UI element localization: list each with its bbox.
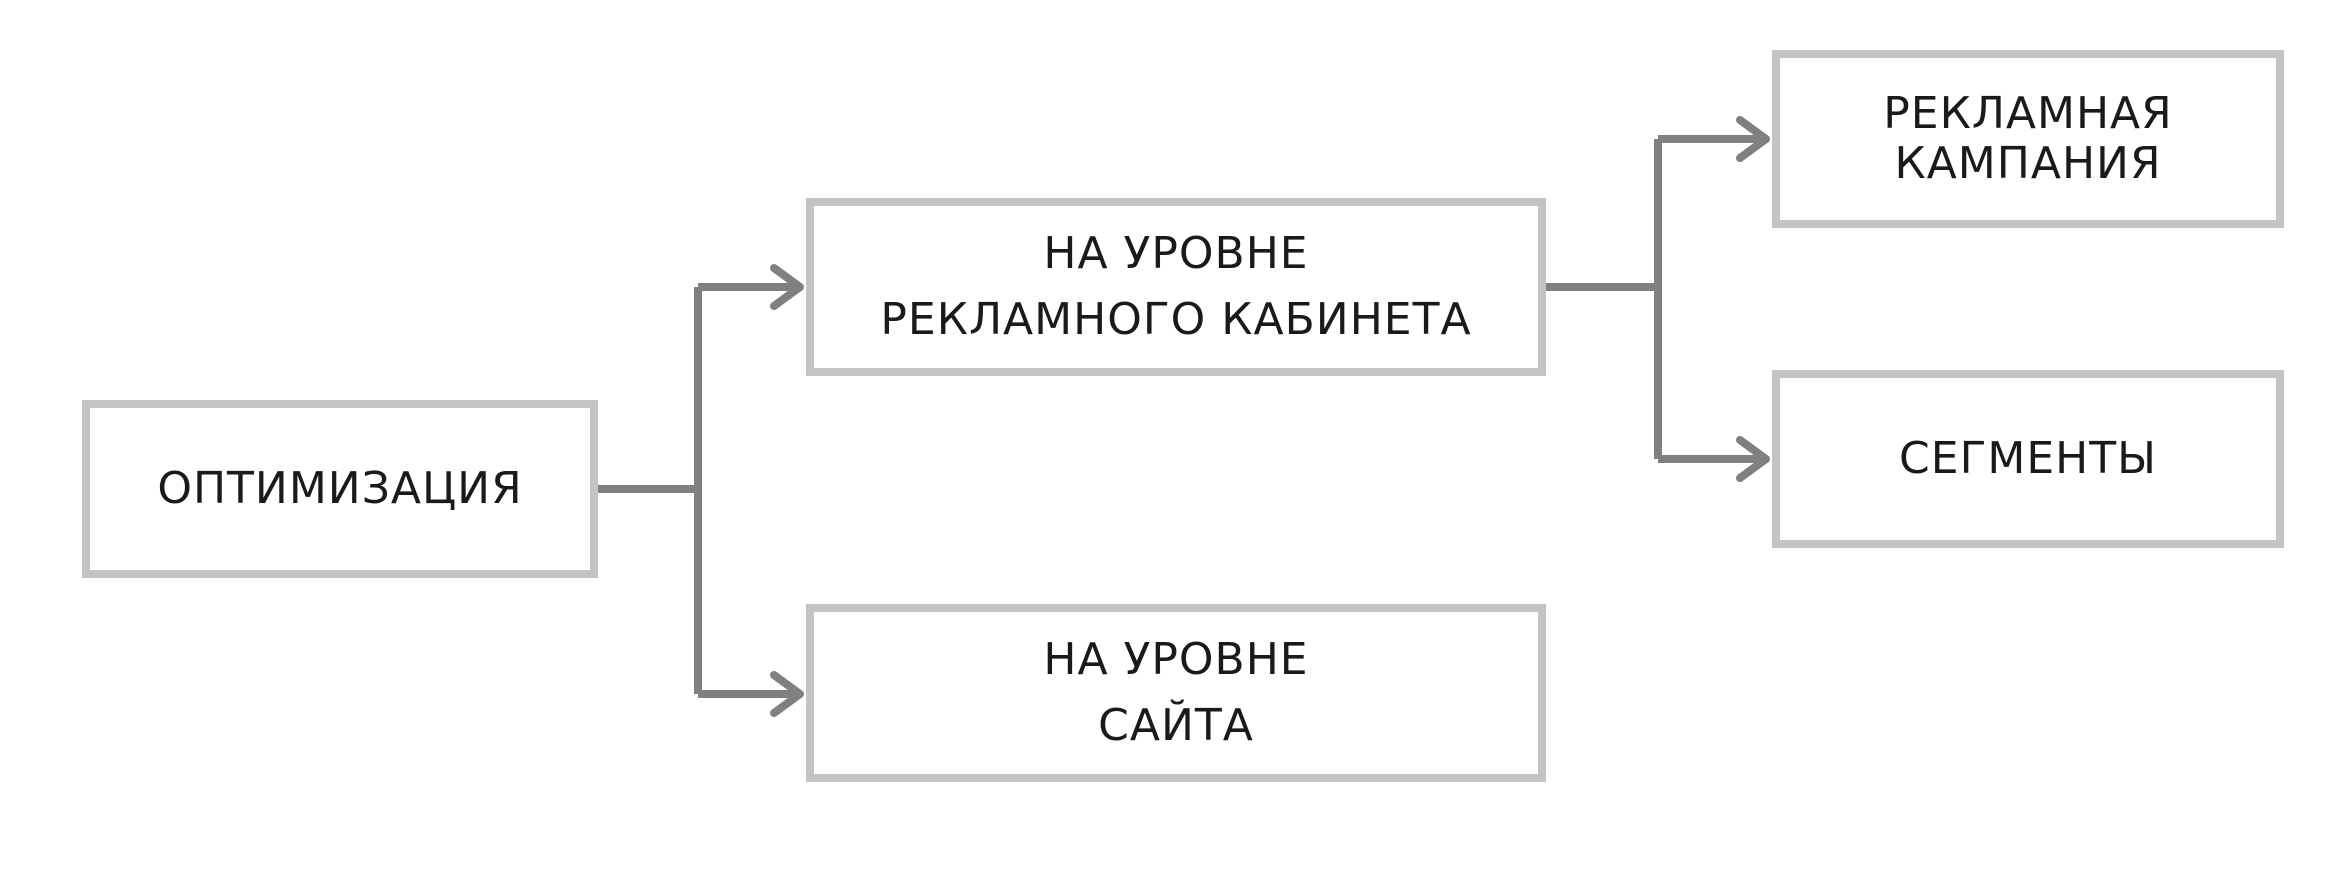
node-site-level-label: НА УРОВНЕ САЙТА <box>1043 627 1308 759</box>
node-optimization-line-1: ОПТИМИЗАЦИЯ <box>157 463 523 514</box>
node-site-level-line-1: НА УРОВНЕ <box>1043 634 1309 685</box>
node-segments-label: СЕГМЕНТЫ <box>1899 434 2157 484</box>
node-ad-cabinet-level: НА УРОВНЕ РЕКЛАМНОГО КАБИНЕТА <box>806 198 1546 376</box>
arrowhead-site <box>770 671 804 717</box>
node-ad-cabinet-level-line-1: НА УРОВНЕ <box>1043 228 1309 279</box>
node-ad-campaign-line-1: РЕКЛАМНАЯ <box>1883 88 2173 139</box>
node-site-level-line-2: САЙТА <box>1098 700 1254 751</box>
arrowhead-cabinet <box>770 264 804 310</box>
node-ad-cabinet-level-label: НА УРОВНЕ РЕКЛАМНОГО КАБИНЕТА <box>880 221 1471 353</box>
node-ad-campaign-label: РЕКЛАМНАЯ КАМПАНИЯ <box>1883 89 2172 189</box>
node-optimization-label: ОПТИМИЗАЦИЯ <box>157 456 522 522</box>
node-optimization: ОПТИМИЗАЦИЯ <box>82 400 598 578</box>
node-segments-line-1: СЕГМЕНТЫ <box>1899 433 2157 484</box>
node-ad-campaign: РЕКЛАМНАЯ КАМПАНИЯ <box>1772 50 2284 228</box>
node-ad-cabinet-level-line-2: РЕКЛАМНОГО КАБИНЕТА <box>880 294 1472 345</box>
arrowhead-campaign <box>1736 116 1770 162</box>
arrowhead-segments <box>1736 436 1770 482</box>
node-segments: СЕГМЕНТЫ <box>1772 370 2284 548</box>
node-site-level: НА УРОВНЕ САЙТА <box>806 604 1546 782</box>
node-ad-campaign-line-2: КАМПАНИЯ <box>1894 138 2162 189</box>
